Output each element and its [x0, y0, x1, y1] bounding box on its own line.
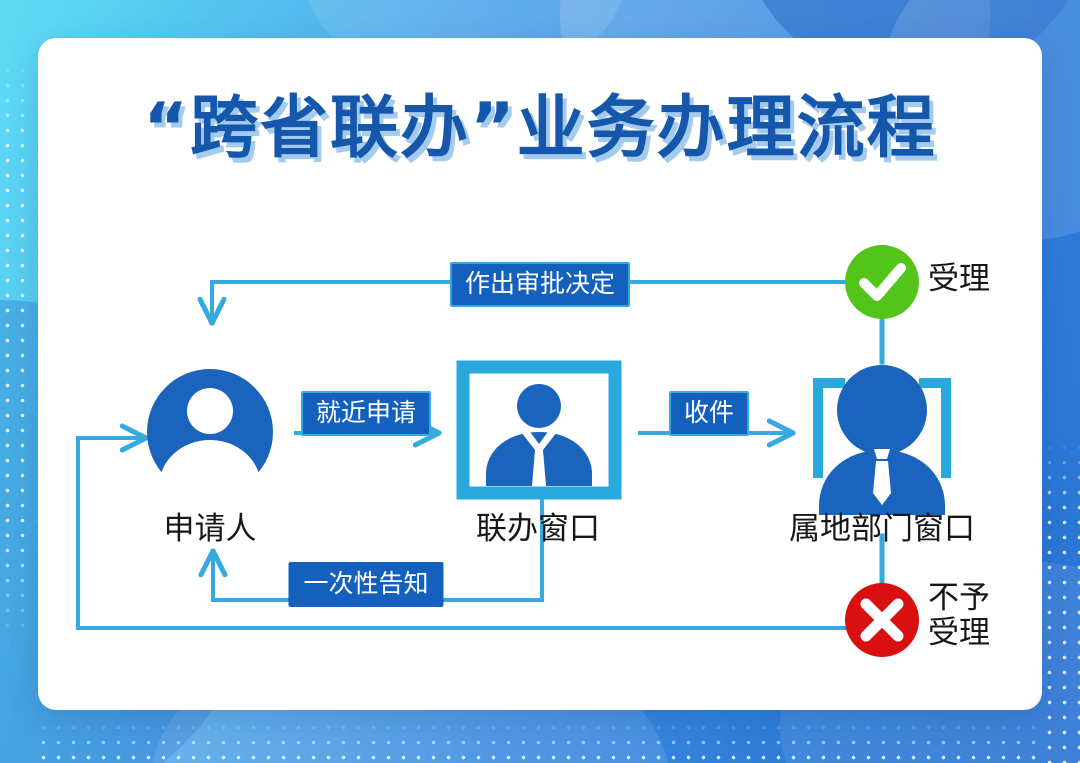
- edge-decision-line: [212, 280, 850, 322]
- dot-pattern-left: [0, 48, 36, 648]
- cross-circle-icon: [845, 583, 919, 657]
- edge-label-apply-nearby: 就近申请: [300, 391, 432, 436]
- node-label-rejected-line2: 受理: [928, 615, 990, 651]
- edge-reject-return-line: [76, 438, 847, 630]
- node-label-rejected-line1: 不予: [928, 580, 990, 616]
- check-circle-icon: [845, 245, 919, 319]
- edge-label-one-time-notice: 一次性告知: [288, 562, 444, 607]
- person-circle-icon: [147, 369, 273, 498]
- node-label-accepted: 受理: [928, 261, 990, 297]
- node-label-local-window: 属地部门窗口: [789, 511, 975, 547]
- node-label-joint-window: 联办窗口: [476, 511, 600, 547]
- person-in-frame-icon: [456, 360, 622, 500]
- person-brackets-icon: [813, 365, 951, 515]
- edge-label-decision: 作出审批决定: [449, 262, 631, 307]
- dot-pattern-bottom: [36, 720, 1046, 763]
- node-label-applicant: 申请人: [163, 511, 257, 547]
- page-title: “跨省联办”业务办理流程: [143, 89, 937, 168]
- edge-label-receive: 收件: [668, 391, 750, 436]
- dot-pattern-right: [1042, 440, 1080, 763]
